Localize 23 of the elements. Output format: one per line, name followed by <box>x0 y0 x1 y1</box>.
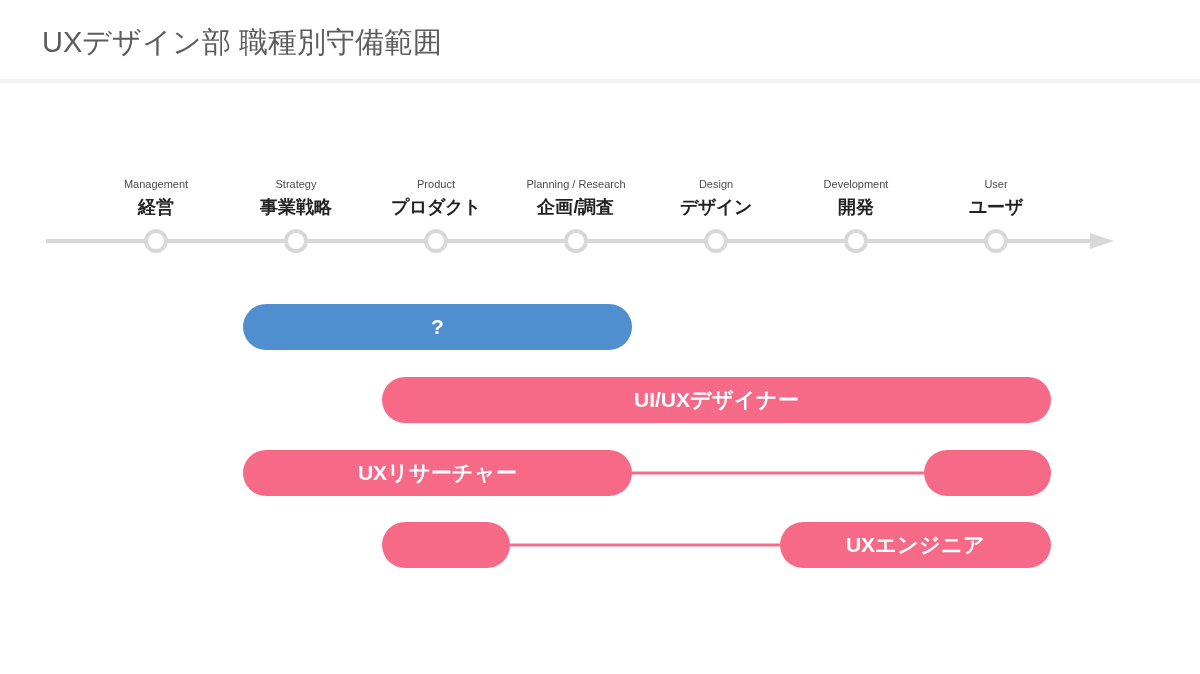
role-bar <box>924 450 1051 496</box>
stage-label: プロダクト <box>391 196 481 219</box>
stage-label: 企画/調査 <box>537 196 615 219</box>
stage-label: デザイン <box>680 196 752 219</box>
role-bar: UXリサーチャー <box>243 450 632 496</box>
role-bar: ? <box>243 304 632 350</box>
role-bar <box>382 522 510 568</box>
stage-caption: Development <box>823 177 889 191</box>
stage-label: 開発 <box>838 196 874 219</box>
role-bar: UI/UXデザイナー <box>382 377 1051 423</box>
stage-caption: User <box>984 177 1008 191</box>
stage-label: ユーザ <box>969 196 1023 219</box>
stage-caption: Planning / Research <box>526 177 626 191</box>
stage-caption: Product <box>417 177 455 191</box>
stage-label: 経営 <box>138 196 174 219</box>
stage-label: 事業戦略 <box>260 196 332 219</box>
stage-caption: Strategy <box>275 177 317 191</box>
connector-line <box>632 471 924 475</box>
role-bar: UXエンジニア <box>780 522 1051 568</box>
stage-caption: Design <box>698 177 734 191</box>
page-title: UXデザイン部 職種別守備範囲 <box>42 25 443 60</box>
connector-line <box>510 543 780 547</box>
stage-caption: Management <box>123 177 189 191</box>
